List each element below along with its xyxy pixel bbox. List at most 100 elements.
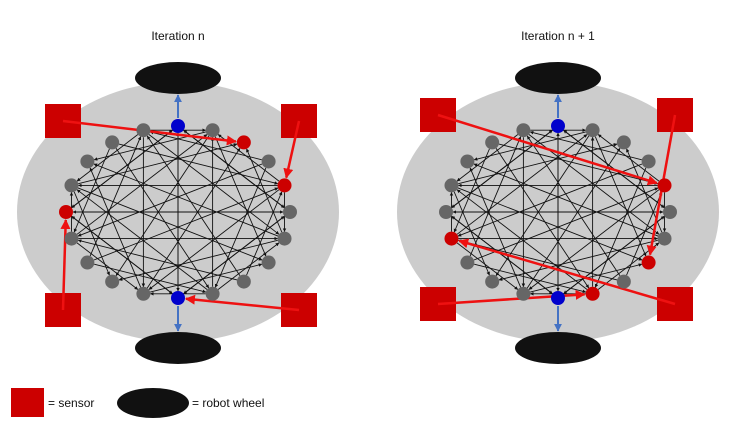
network-edge [597,134,660,182]
hidden-node [205,123,220,138]
network-edge [148,189,280,290]
sensor-wire [184,294,300,312]
network-edge [76,242,139,290]
motor-node [551,119,565,133]
hidden-node [105,274,120,289]
legend: = sensor = robot wheel [11,388,264,418]
legend-wheel-icon [117,388,189,418]
legend-wheel-label: = robot wheel [192,396,264,410]
hidden-node [136,286,151,301]
network-nodes [59,119,297,305]
network-edge [458,143,618,185]
network-edge [469,136,522,257]
network-edge [456,134,588,235]
network-edge [473,163,659,237]
sensor-node [585,286,600,301]
hidden-node [136,123,151,138]
hidden-node [485,274,500,289]
hidden-node [460,255,475,270]
robot-wheel-top [515,62,601,94]
network-edges [449,128,667,296]
network-edge [115,148,210,289]
hidden-node [105,135,120,150]
hidden-node [616,135,631,150]
legend-sensor-icon [11,388,44,417]
network-nodes [439,119,677,305]
hidden-node [657,231,672,246]
network-edge [76,134,208,235]
legend-sensor-label: = sensor [48,396,94,410]
sensor-node [236,135,251,150]
hidden-node [80,255,95,270]
network-edge [89,167,142,288]
motor-node [171,119,185,133]
sensor-node [277,178,292,193]
network-edge [457,187,643,261]
network-edge [183,215,285,295]
robot-wheel-top [135,62,221,94]
hidden-node [516,286,531,301]
sensor-node [641,255,656,270]
network-edge [453,148,490,233]
sensor-node [657,178,672,193]
network-edge [246,191,283,276]
hidden-node [236,274,251,289]
network-edge [453,191,490,276]
network-edge [214,136,267,257]
network-edge [456,134,519,182]
network-edge [495,148,590,289]
network-edge [563,215,665,295]
panel-title: Iteration n + 1 [521,29,595,43]
robot-wheel-bottom [515,332,601,364]
network-edge [217,242,280,290]
network-edge [246,148,283,233]
motor-node [551,291,565,305]
network-edge [456,242,519,290]
hidden-node [80,154,95,169]
network-edge [93,163,279,237]
hidden-node [64,231,79,246]
network-edge [528,189,660,290]
robot-wheel-bottom [135,332,221,364]
network-edge [526,135,621,276]
panel-title: Iteration n [151,29,204,43]
panel-iteration-n-plus-1: Iteration n + 1 [397,29,719,364]
network-edge [73,191,110,276]
network-edge [76,189,208,290]
sensor-wire [458,238,676,306]
sensor-wire [60,218,71,311]
hidden-node [439,205,453,219]
panel-iteration-n: Iteration n [17,29,339,364]
network-edge [148,134,280,235]
network-edge [473,187,659,261]
hidden-node [283,205,297,219]
hidden-node [616,274,631,289]
network-edge [473,131,586,161]
sensor-wire [283,120,301,179]
hidden-node [460,154,475,169]
hidden-node [516,123,531,138]
hidden-node [261,154,276,169]
network-edge [146,147,241,289]
network-edge [457,163,643,237]
sensor-wire [437,113,658,186]
network-edge [474,263,587,294]
sensor-node [444,231,459,246]
network-edge [71,129,173,209]
network-edge [146,135,241,276]
network-edge [150,263,263,293]
network-edge [71,215,173,295]
network-edge [183,129,285,209]
network-edge [115,135,210,277]
network-edge [469,167,522,288]
hidden-node [663,205,677,219]
hidden-node [64,178,79,193]
hidden-node [485,135,500,150]
network-edge [149,130,262,161]
network-edge [76,134,139,182]
network-edge [94,263,207,294]
motor-node [171,291,185,305]
sensor-node [59,205,73,219]
network-edge [214,167,267,288]
